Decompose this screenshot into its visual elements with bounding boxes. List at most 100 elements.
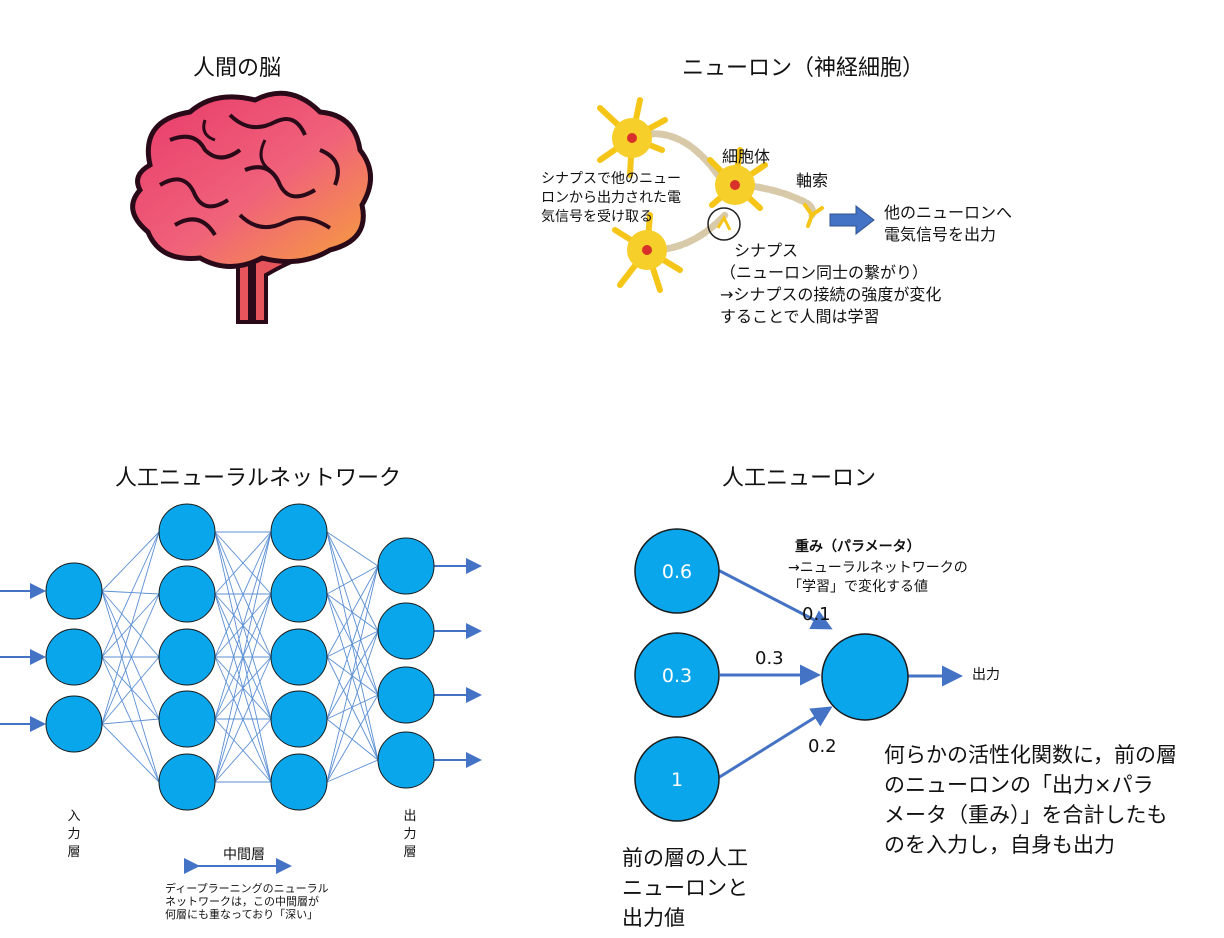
ann-connection: [214, 656, 272, 720]
svg-text:0.3: 0.3: [662, 665, 692, 687]
ann-connection: [214, 656, 272, 720]
prev-layer-note: 前の層の人工 ニューロンと 出力値: [622, 846, 748, 930]
synapse-description: （ニューロン同士の繋がり） →シナプスの接続の強度が変化 することで人間は学習: [720, 263, 942, 326]
ann-connection: [326, 565, 379, 783]
ann-connection: [326, 694, 379, 783]
svg-text:0.6: 0.6: [662, 561, 692, 583]
ann-connection: [214, 593, 272, 720]
ann-connection: [326, 718, 379, 761]
ann-node-layer-1: [45, 562, 103, 620]
ann-connection: [101, 531, 160, 592]
ann-connection: [214, 531, 272, 658]
ann-connection: [214, 531, 272, 595]
artificial-neuron-title: 人工ニューロン: [722, 466, 877, 491]
ann-connection: [101, 656, 160, 720]
weight-label-2: 0.3: [755, 648, 784, 669]
synapse-label: シナプス: [734, 241, 799, 260]
ann-connection: [326, 531, 379, 632]
ann-node-layer-4: [377, 602, 435, 660]
ann-node-layer-2: [158, 690, 216, 748]
ann-connection: [101, 593, 160, 658]
ann-connection: [326, 593, 379, 632]
ann-connection: [214, 531, 272, 783]
input-node-3: 1: [634, 736, 720, 822]
input-node-1: 0.6: [634, 528, 720, 614]
weight-description: →ニューラルネットワークの 「学習」で変化する値: [788, 560, 968, 595]
ann-node-layer-3: [270, 628, 328, 686]
ann-node-layer-4: [377, 731, 435, 789]
ann-connection: [101, 531, 160, 725]
ann-connection: [326, 565, 379, 720]
output-arrow-icon: [829, 204, 875, 236]
deep-note: ディープラーニングのニューラル ネットワークは，この中間層が 何層にも重なってお…: [165, 882, 329, 921]
cell-body-label: 細胞体: [722, 147, 771, 166]
ann-connection: [326, 565, 379, 658]
ann-connection: [326, 531, 379, 696]
hidden-layer-label: 中間層: [223, 847, 265, 863]
neuron-cell-top: [597, 97, 668, 178]
ann-connection: [326, 694, 379, 720]
output-label: 出力: [972, 667, 1000, 683]
ann-connection: [214, 718, 272, 783]
ann-connection: [101, 590, 160, 783]
svg-text:1: 1: [671, 769, 683, 791]
ann-connection: [326, 656, 379, 696]
ann-node-layer-2: [158, 565, 216, 623]
ann-connection: [214, 593, 272, 658]
input-node-2: 0.3: [634, 632, 720, 718]
ann-connection: [101, 590, 160, 595]
ann-connection: [326, 565, 379, 595]
ann-connection: [214, 593, 272, 720]
ann-connection: [214, 593, 272, 783]
axon-label: 軸索: [796, 171, 829, 190]
ann-connection: [101, 590, 160, 720]
synapse-input-note: シナプスで他のニュー ロンから出力された電 気信号を受け取る: [541, 171, 681, 225]
ann-node-layer-3: [270, 753, 328, 811]
ann-connection: [326, 593, 379, 761]
ann-connection: [214, 531, 272, 595]
ann-connection: [101, 590, 160, 658]
ann-node-layer-4: [377, 537, 435, 595]
ann-connection: [101, 531, 160, 658]
weight-label-3: 0.2: [808, 736, 837, 757]
ann-node-layer-3: [270, 503, 328, 561]
ann-connection: [326, 630, 379, 783]
ann-node-layer-2: [158, 753, 216, 811]
weight-label-1: 0.1: [802, 604, 831, 625]
ann-connection: [214, 718, 272, 783]
ann-node-layer-1: [45, 628, 103, 686]
weight-title: 重み（パラメータ）: [795, 539, 921, 555]
ann-node-layer-3: [270, 565, 328, 623]
ann-connection: [214, 656, 272, 783]
output-note: 他のニューロンへ 電気信号を出力: [884, 203, 1013, 244]
ann-connection: [101, 593, 160, 725]
ann-connection: [326, 630, 379, 658]
ann-connection: [101, 656, 160, 725]
ann-node-layer-2: [158, 503, 216, 561]
output-layer-label: 出力層: [403, 809, 417, 860]
ann-connection: [101, 723, 160, 783]
output-neuron-node: [821, 633, 909, 721]
ann-connection: [214, 656, 272, 783]
ann-connection: [326, 593, 379, 696]
input-layer-label: 入力層: [67, 809, 81, 860]
ann-node-layer-4: [377, 666, 435, 724]
ann-connection: [326, 759, 379, 783]
ann-connection: [214, 531, 272, 720]
brain-title: 人間の脳: [193, 56, 282, 81]
activation-note: 何らかの活性化関数に，前の層 のニューロンの「出力×パラ メータ（重み）」を合計…: [884, 743, 1177, 857]
ann-connection: [214, 593, 272, 783]
ann-connection: [214, 531, 272, 783]
ann-connection: [101, 656, 160, 783]
ann-connection: [326, 630, 379, 720]
ann-connection: [326, 656, 379, 761]
ann-connection: [326, 531, 379, 761]
neuron-title: ニューロン（神経細胞）: [682, 56, 925, 81]
ann-title: 人工ニューラルネットワーク: [115, 466, 402, 491]
ann-node-layer-1: [45, 695, 103, 753]
ann-connection: [214, 593, 272, 658]
ann-connection: [101, 718, 160, 725]
ann-connection: [214, 531, 272, 720]
synapse-circle: [707, 207, 741, 241]
ann-node-layer-3: [270, 690, 328, 748]
